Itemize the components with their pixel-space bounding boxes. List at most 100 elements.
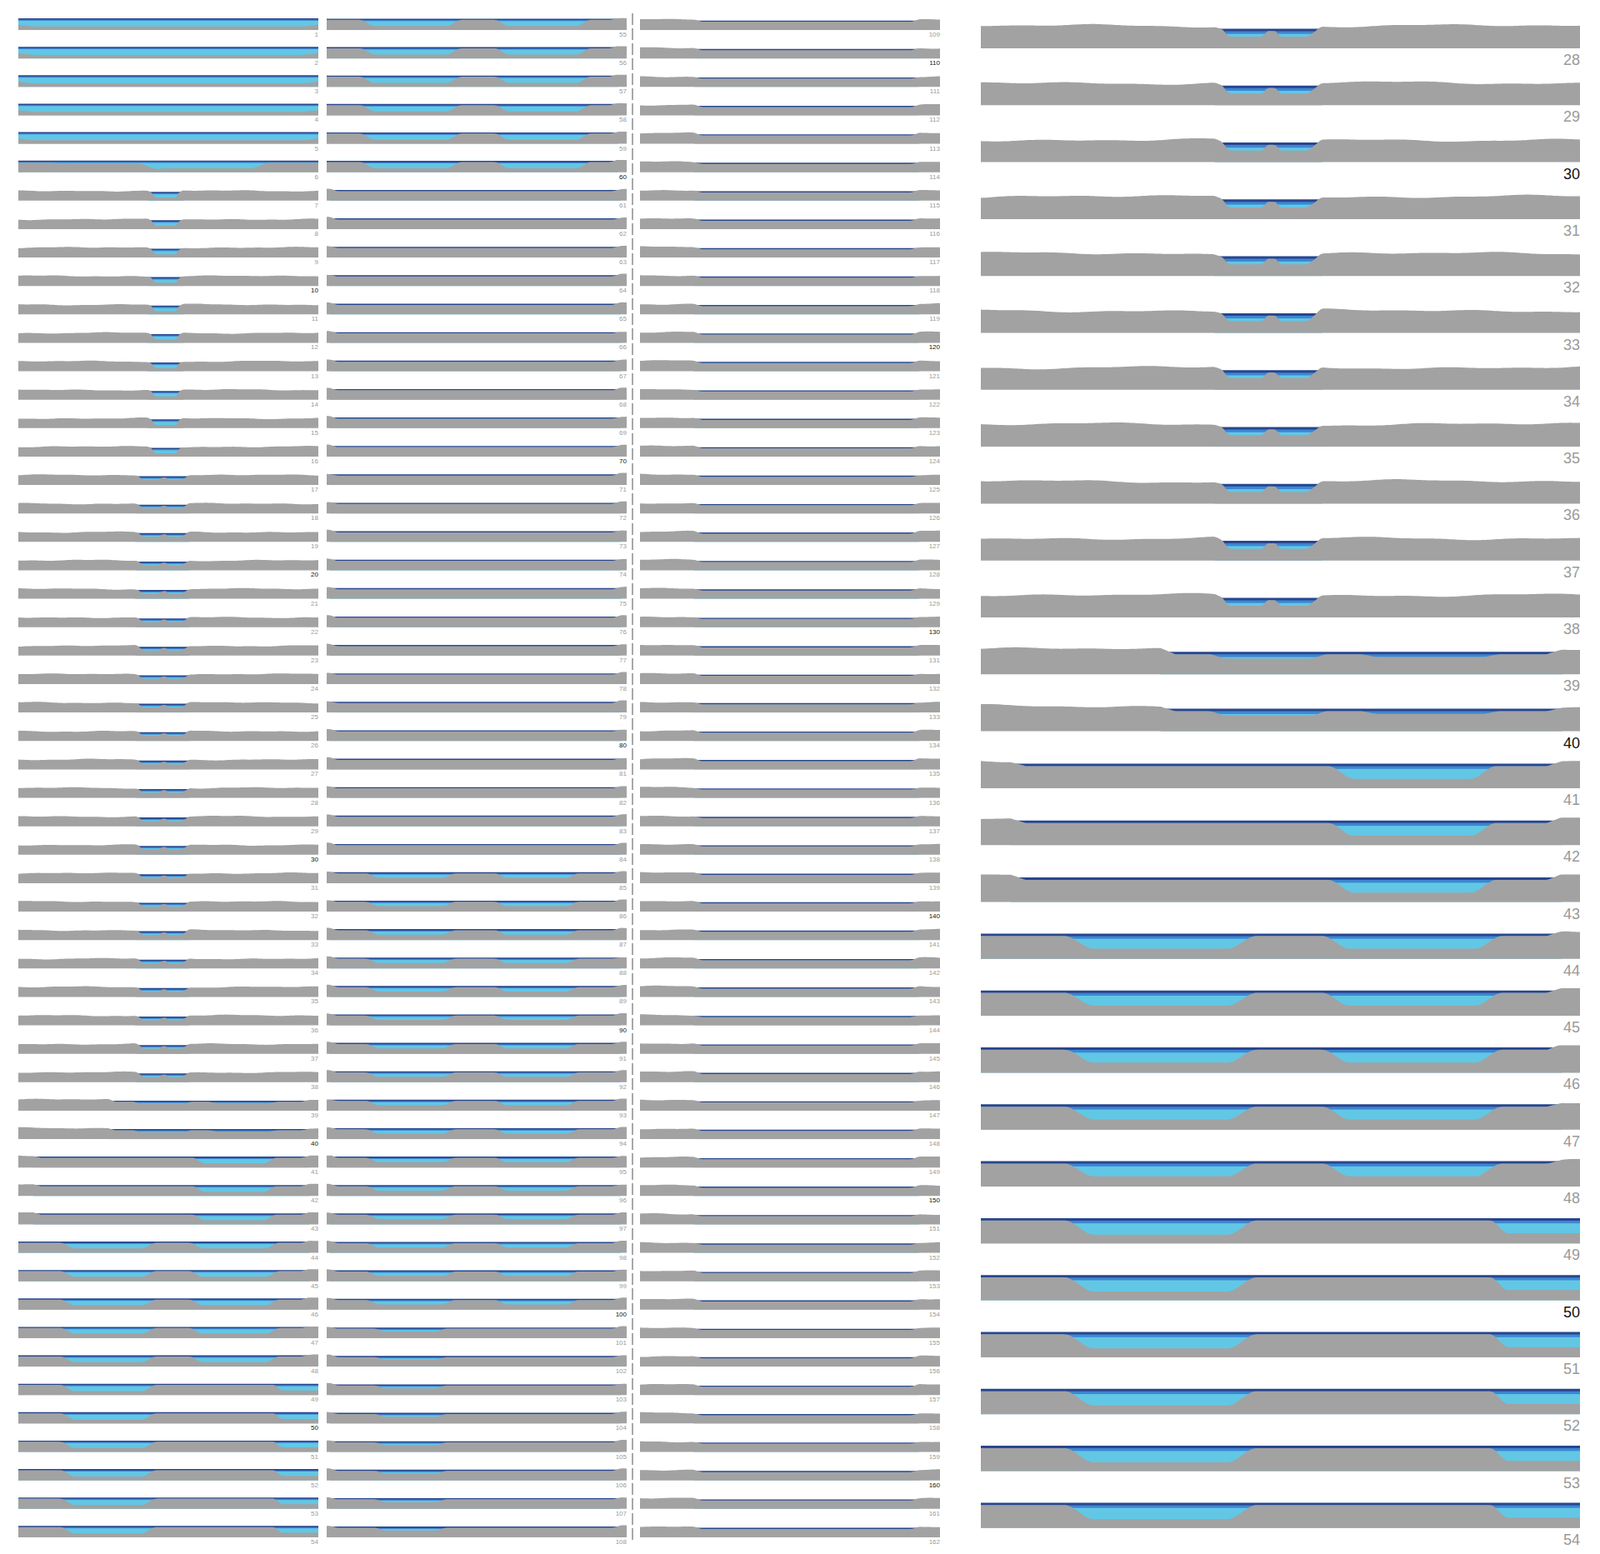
water-surface [326,132,618,135]
cross-section-strip [18,1184,319,1197]
terrain-section [18,275,319,286]
section-number: 59 [619,145,627,153]
terrain-section [18,1413,319,1424]
cross-section-strip [640,616,940,628]
terrain-section [18,190,319,201]
section-number: 72 [619,515,627,522]
cross-section-strip [18,332,319,344]
section-number: 49 [310,1396,319,1404]
cross-section-strip [640,218,940,230]
water-surface [694,1414,920,1416]
section-number: 119 [929,315,940,323]
section-number: 83 [619,828,627,835]
terrain-section [326,985,627,998]
terrain-section [18,531,319,543]
cross-section-strip [326,75,627,88]
cross-section-strip [326,46,627,60]
cross-section-strip [640,530,940,543]
water-surface [330,1156,621,1159]
section-number: 6 [315,174,319,181]
cross-section-strip [326,1355,627,1368]
section-number: 46 [1563,1076,1580,1092]
cross-section-strip [980,365,1580,390]
terrain-section [326,359,627,371]
terrain-section [326,1411,627,1424]
terrain-section [980,988,1580,1016]
water-surface [694,1243,920,1245]
section-number: 122 [929,401,940,409]
cross-section-strip [326,18,627,30]
cross-section-strip [18,1441,319,1453]
water-body [18,1441,319,1453]
cross-section-strip [18,844,319,855]
terrain-section [980,1045,1580,1073]
terrain-section [18,1155,319,1168]
section-number: 5 [315,145,319,153]
cross-section-strip [640,1298,940,1310]
water-surface [135,902,190,905]
water-surface [330,787,621,790]
terrain-section [326,899,627,912]
cross-section-strip [18,445,319,457]
cross-section-strip [18,1071,319,1083]
water-surface [18,103,319,105]
water-surface [694,532,920,535]
terrain-section [326,18,627,30]
section-number: 44 [1563,963,1580,979]
water-surface [330,531,621,534]
terrain-section [640,645,940,656]
water-body [18,132,319,144]
terrain-section [326,160,627,173]
water-surface [694,305,920,307]
water-surface [330,985,621,988]
water-surface [330,1270,621,1273]
terrain-section [640,331,940,344]
terrain-section [980,760,1580,789]
cross-section-strip [18,104,319,115]
section-number: 91 [619,1055,627,1063]
terrain-section [326,415,627,429]
water-surface [694,1329,920,1331]
terrain-section [640,530,940,543]
section-number: 43 [310,1225,319,1233]
water-surface [980,1161,1562,1165]
water-surface [330,588,621,590]
section-number: 86 [619,913,627,920]
section-number: 105 [615,1454,627,1461]
cross-section-strip [326,644,627,656]
terrain-section [326,1525,627,1537]
terrain-section [18,1212,319,1225]
water-body [18,1384,319,1395]
water-surface [694,190,920,193]
section-number: 42 [1563,849,1580,865]
cross-section-strip [640,161,940,173]
water-surface [330,560,621,562]
terrain-section [18,986,319,998]
cross-section-strip [326,245,627,258]
section-number: 101 [615,1340,627,1347]
cross-section-strip [640,1070,940,1082]
section-number: 4 [315,116,319,124]
water-surface [980,1047,1562,1050]
water-surface [18,18,319,20]
section-number: 12 [310,344,319,351]
cross-section-strip [640,1014,940,1025]
water-surface [694,646,920,649]
terrain-section [18,872,319,884]
section-number: 40 [310,1140,319,1148]
water-surface [1214,484,1322,487]
section-number: 30 [1563,166,1580,182]
cross-section-strip [326,1013,627,1026]
cross-section-strip [326,330,627,343]
water-surface [147,419,184,421]
water-surface [694,617,920,620]
water-body [18,160,319,172]
cross-section-strip [640,844,940,855]
cross-section-strip [18,787,319,799]
terrain-section [640,1156,940,1168]
cross-section-strip [326,274,627,287]
section-number: 25 [310,714,319,721]
section-number: 132 [929,685,940,693]
cross-section-strip [18,1498,319,1510]
water-surface [980,1218,1580,1221]
